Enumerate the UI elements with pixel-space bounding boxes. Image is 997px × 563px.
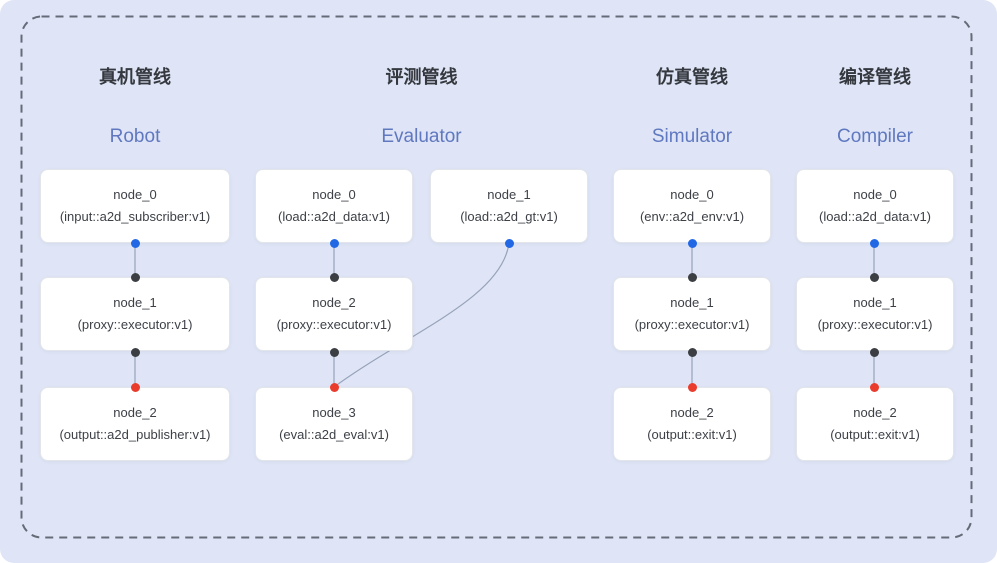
sink-port-dot	[687, 382, 697, 392]
input-port-dot	[687, 272, 697, 282]
node-name: node_0	[113, 187, 157, 202]
node-detail: (output::a2d_publisher:v1)	[59, 427, 211, 442]
dashed-container-border	[20, 15, 973, 539]
node-name: node_2	[670, 405, 714, 420]
node-box-simulator-2: node_2 (output::exit:v1)	[613, 387, 771, 461]
sink-port-dot	[869, 382, 879, 392]
node-box-simulator-0: node_0 (env::a2d_env:v1)	[613, 169, 771, 243]
pipeline-title-cn-evaluator: 评测管线	[385, 67, 458, 87]
input-port-dot	[869, 272, 879, 282]
node-name: node_0	[853, 187, 897, 202]
node-detail: (load::a2d_gt:v1)	[460, 209, 558, 224]
node-detail: (proxy::executor:v1)	[276, 317, 392, 332]
node-name: node_1	[853, 295, 897, 310]
node-detail: (input::a2d_subscriber:v1)	[59, 209, 211, 224]
node-detail: (output::exit:v1)	[830, 427, 920, 442]
input-port-dot	[130, 272, 140, 282]
vertical-connectors	[134, 243, 875, 387]
output-port-dot	[329, 238, 339, 248]
pipeline-title-en-compiler: Compiler	[836, 126, 914, 147]
input-port-dot	[329, 272, 339, 282]
node-box-evaluator-3: node_3 (eval::a2d_eval:v1)	[255, 387, 413, 461]
node-box-evaluator-0: node_0 (load::a2d_data:v1)	[255, 169, 413, 243]
node-name: node_2	[312, 295, 356, 310]
pipeline-title-en-simulator: Simulator	[651, 126, 733, 147]
node-detail: (proxy::executor:v1)	[77, 317, 193, 332]
pipeline-title-cn-robot: 真机管线	[99, 67, 171, 87]
node-detail: (env::a2d_env:v1)	[639, 209, 745, 224]
output-port-dot	[504, 238, 514, 248]
output-port-dot	[869, 238, 879, 248]
node-box-robot-2: node_2 (output::a2d_publisher:v1)	[40, 387, 230, 461]
pipeline-title-en-robot: Robot	[109, 126, 161, 147]
node-name: node_3	[312, 405, 356, 420]
pipeline-title-en-evaluator: Evaluator	[381, 126, 462, 147]
node-name: node_1	[487, 187, 531, 202]
output-port-dot	[687, 238, 697, 248]
output-port-dot	[130, 238, 140, 248]
evaluator-gt-curve	[333, 242, 510, 388]
sink-port-dot	[130, 382, 140, 392]
node-name: node_0	[312, 187, 356, 202]
pipeline-title-cn-compiler: 编译管线	[839, 67, 911, 87]
node-detail: (proxy::executor:v1)	[634, 317, 750, 332]
input-port-dot	[687, 347, 697, 357]
pipeline-title-cn-simulator: 仿真管线	[656, 67, 728, 87]
node-detail: (output::exit:v1)	[647, 427, 737, 442]
node-detail: (load::a2d_data:v1)	[818, 209, 932, 224]
input-port-dot	[869, 347, 879, 357]
node-name: node_0	[670, 187, 714, 202]
node-box-compiler-1: node_1 (proxy::executor:v1)	[796, 277, 954, 351]
sink-port-dot	[329, 382, 339, 392]
node-detail: (eval::a2d_eval:v1)	[279, 427, 389, 442]
node-name: node_1	[670, 295, 714, 310]
input-port-dot	[329, 347, 339, 357]
input-port-dot	[130, 347, 140, 357]
node-box-robot-1: node_1 (proxy::executor:v1)	[40, 277, 230, 351]
node-name: node_2	[113, 405, 157, 420]
node-detail: (proxy::executor:v1)	[817, 317, 933, 332]
node-name: node_2	[853, 405, 897, 420]
node-box-compiler-0: node_0 (load::a2d_data:v1)	[796, 169, 954, 243]
node-box-evaluator-1: node_1 (load::a2d_gt:v1)	[430, 169, 588, 243]
node-name: node_1	[113, 295, 157, 310]
node-box-evaluator-2: node_2 (proxy::executor:v1)	[255, 277, 413, 351]
node-box-robot-0: node_0 (input::a2d_subscriber:v1)	[40, 169, 230, 243]
node-box-simulator-1: node_1 (proxy::executor:v1)	[613, 277, 771, 351]
node-box-compiler-2: node_2 (output::exit:v1)	[796, 387, 954, 461]
node-detail: (load::a2d_data:v1)	[277, 209, 391, 224]
